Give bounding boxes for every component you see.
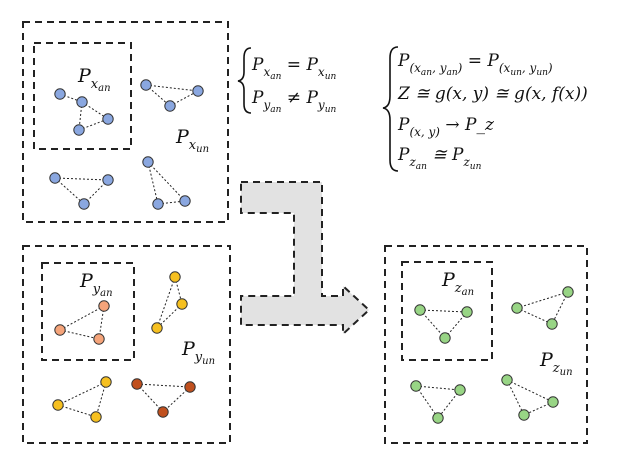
graph-node (102, 113, 114, 125)
graph-node (140, 79, 152, 91)
graph-node (184, 381, 196, 393)
graph-clusters (49, 79, 574, 424)
right-equations: P(xan, yan) = P(xun, yun) Z ≅ g(x, y) ≅ g… (397, 51, 588, 172)
graph-node (454, 384, 466, 396)
graph-edge (147, 161, 159, 205)
graph-edge (59, 305, 105, 331)
equation-right-4: Pzan ≅ Pzun (397, 145, 482, 172)
graph-node (169, 271, 181, 283)
graph-node (73, 124, 85, 136)
z-un-graph-1 (511, 286, 574, 330)
graph-node (432, 412, 444, 424)
z-an-graph (414, 304, 473, 344)
graph-edge (156, 276, 176, 329)
transformation-arrow (240, 181, 371, 337)
graph-edge (551, 291, 569, 325)
graph-edge (57, 381, 107, 406)
equation-left-2: Pyan ≠ Pyun (251, 88, 336, 115)
x-un-graph-3 (142, 156, 191, 210)
label-p-z-un: Pzun (539, 349, 573, 378)
graph-edge (516, 307, 553, 325)
source-y-anomaly-box (41, 262, 135, 361)
graph-node (90, 411, 102, 423)
graph-edge (415, 385, 461, 391)
graph-node (52, 399, 64, 411)
label-p-x-un: Pxun (175, 126, 209, 155)
graph-node (131, 378, 143, 390)
graph-edge (136, 383, 164, 413)
target-z-anomaly-box (401, 261, 493, 361)
source-x-anomaly-box (33, 42, 132, 150)
equation-right-1: P(xan, yan) = P(xun, yun) (397, 51, 553, 78)
graph-node (93, 333, 105, 345)
equation-left-1: Pxan = Pxun (251, 55, 336, 82)
equation-right-3: P(x, y) → P_z (397, 115, 495, 139)
right-brace (382, 46, 399, 172)
label-p-y-an: Pyan (79, 270, 113, 299)
x-un-graph-2 (49, 172, 114, 210)
graph-node (151, 322, 163, 334)
x-un-graph-1 (140, 79, 204, 112)
graph-node (176, 298, 188, 310)
graph-node (439, 332, 451, 344)
y-un-graph-3 (131, 378, 196, 418)
graph-node (518, 409, 530, 421)
graph-node (164, 100, 176, 112)
graph-edge (506, 379, 525, 416)
y-un-graph-1 (151, 271, 188, 334)
graph-edge (147, 161, 186, 202)
label-p-x-an: Pxan (77, 65, 111, 94)
left-brace (237, 47, 252, 114)
graph-edge (437, 389, 461, 419)
graph-node (100, 376, 112, 388)
graph-node (192, 85, 204, 97)
graph-node (78, 198, 90, 210)
y-un-graph-2 (52, 376, 112, 423)
graph-edge (516, 291, 569, 309)
graph-edge (419, 309, 468, 313)
graph-edge (57, 404, 97, 418)
target-z-panel (384, 245, 588, 444)
equation-right-2: Z ≅ g(x, y) ≅ g(x, f(x)) (397, 84, 588, 104)
graph-node (54, 324, 66, 336)
graph-edge (54, 177, 85, 205)
graph-edge (54, 177, 109, 181)
graph-edge (156, 303, 183, 329)
graph-node (461, 306, 473, 318)
graph-node (410, 380, 422, 392)
label-p-y-un: Pyun (181, 338, 215, 367)
graph-node (54, 88, 66, 100)
graph-node (414, 304, 426, 316)
graph-node (546, 318, 558, 330)
graph-node (547, 396, 559, 408)
x-an-graph (54, 88, 114, 136)
graph-edge (415, 385, 439, 419)
source-y-panel (22, 245, 231, 444)
graph-edge (145, 84, 199, 92)
graph-node (98, 300, 110, 312)
label-p-z-an: Pzan (441, 269, 474, 298)
graph-node (76, 96, 88, 108)
source-x-panel (22, 21, 229, 223)
graph-node (152, 198, 164, 210)
graph-node (49, 172, 61, 184)
z-un-graph-2 (410, 380, 466, 424)
graph-node (501, 374, 513, 386)
z-un-graph-3 (501, 374, 559, 421)
graph-edge (59, 329, 100, 340)
y-an-graph (54, 300, 110, 345)
graph-node (102, 174, 114, 186)
graph-edge (506, 379, 554, 403)
graph-edge (136, 383, 191, 388)
graph-node (511, 302, 523, 314)
graph-node (179, 195, 191, 207)
graph-node (157, 406, 169, 418)
graph-node (142, 156, 154, 168)
graph-node (562, 286, 574, 298)
